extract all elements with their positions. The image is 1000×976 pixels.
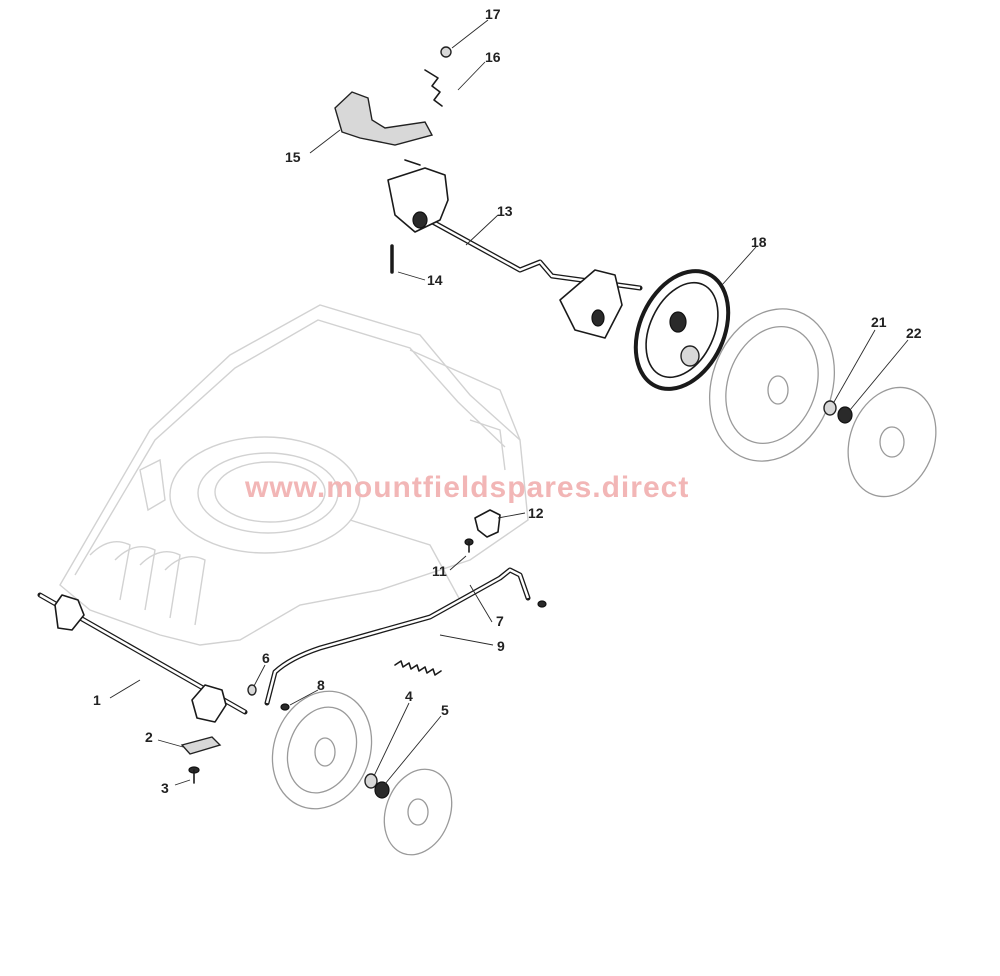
front-hubcap[interactable] [373,760,463,865]
leader-lines [109,19,909,786]
adjuster-plate-part-2[interactable] [180,736,222,755]
callout-16: 16 [485,49,501,65]
watermark: www.mountfieldspares.direct [244,471,689,504]
callout-17: 17 [485,6,501,22]
rear-axle-part-13[interactable] [387,159,643,339]
rear-wheel[interactable] [689,291,855,479]
callout-22: 22 [906,325,922,341]
screw-part-8[interactable] [280,703,290,711]
callout-9: 9 [497,638,505,654]
clip-part-6[interactable] [247,684,257,696]
bracket-part-12[interactable] [474,509,501,538]
callout-13: 13 [497,203,513,219]
callout-11: 11 [432,563,447,579]
drive-plate-part-18[interactable] [618,256,747,404]
callout-4: 4 [405,688,413,704]
spring-part-16[interactable] [424,69,443,107]
callout-5: 5 [441,702,449,718]
screw-part-11[interactable] [464,538,474,553]
rod-screw[interactable] [537,600,547,608]
screw-part-3[interactable] [188,766,200,784]
height-rod-part-7[interactable] [264,567,531,706]
callout-labels: 1 2 3 4 5 6 7 8 9 11 12 13 14 15 16 17 1… [93,6,922,796]
callout-1: 1 [93,692,101,708]
nut-part-21[interactable] [823,400,837,416]
callout-8: 8 [317,677,325,693]
callout-18: 18 [751,234,767,250]
callout-3: 3 [161,780,169,796]
callout-7: 7 [496,613,504,629]
nut-part-4[interactable] [364,773,378,789]
callout-21: 21 [871,314,887,330]
nut-part-17[interactable] [440,46,452,58]
front-wheel[interactable] [256,677,387,823]
nut-part-5[interactable] [374,781,390,799]
callout-12: 12 [528,505,544,521]
spring-part-9[interactable] [394,660,442,676]
callout-15: 15 [285,149,301,165]
callout-2: 2 [145,729,153,745]
nut-part-22[interactable] [837,406,853,424]
front-axle-part-1[interactable] [37,592,248,723]
lever-handle-part-15[interactable] [334,91,434,146]
rear-hubcap[interactable] [833,375,950,509]
callout-14: 14 [427,272,443,288]
callout-6: 6 [262,650,270,666]
